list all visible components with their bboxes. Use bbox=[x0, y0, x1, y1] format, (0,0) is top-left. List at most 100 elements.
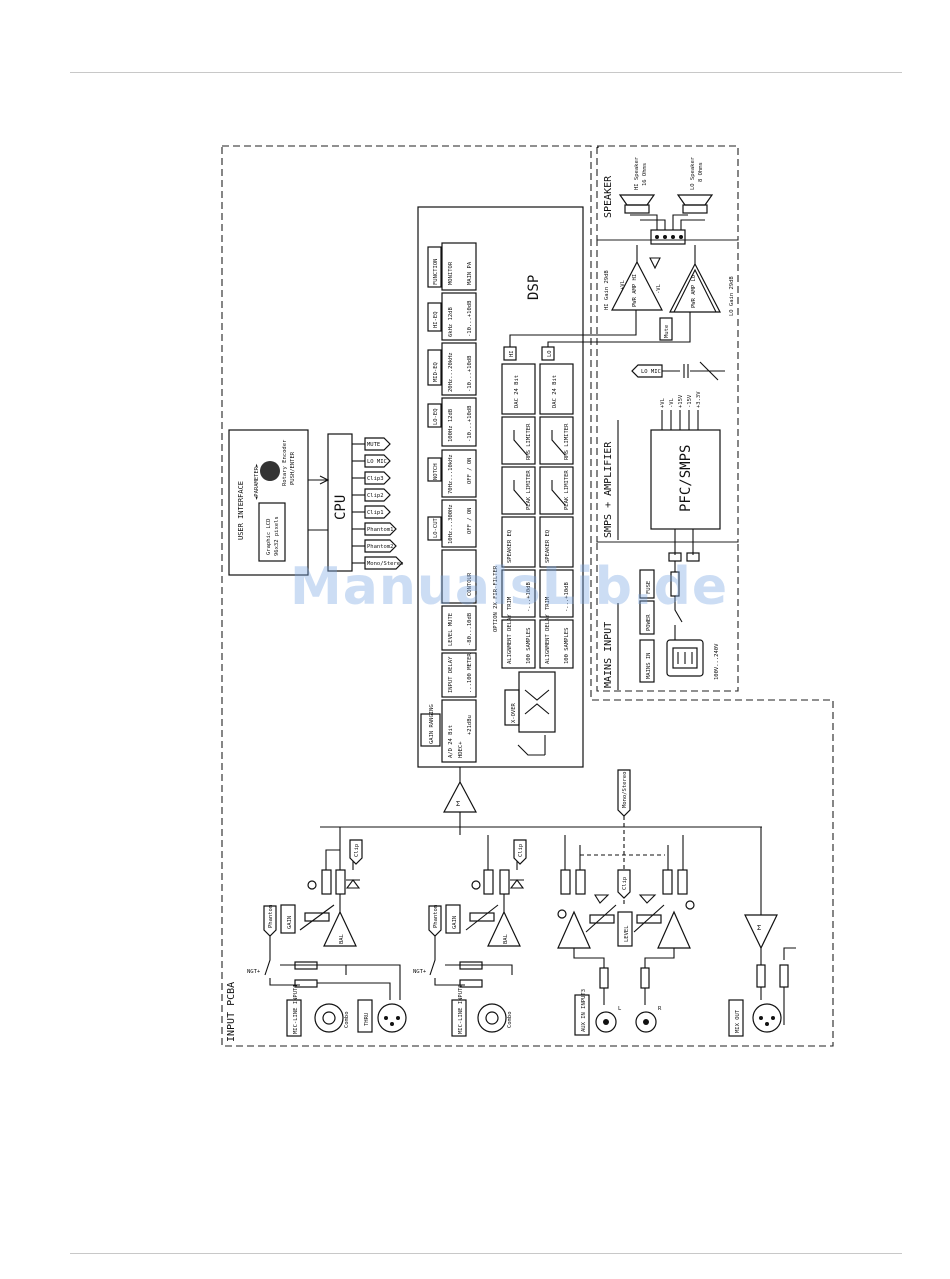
mid-eq-block: MID-EQ 20Hz...20kHz-10...+10dB bbox=[427, 342, 477, 396]
cpu-line-label: Mono/Stereo bbox=[367, 561, 403, 567]
cpu-title: CPU bbox=[333, 495, 349, 520]
block-title: LO-EQ bbox=[433, 408, 439, 425]
level-mute-block: LEVEL MUTE -80...10dB bbox=[441, 605, 477, 651]
mix-out-channel: Σ MIX OUT bbox=[728, 827, 796, 1037]
rail-label: +VL bbox=[660, 397, 666, 408]
cpu-line-label: Clip1 bbox=[367, 510, 384, 516]
level-label: LEVEL bbox=[624, 925, 630, 942]
block-text: OFF / ON bbox=[467, 508, 473, 535]
speaker-terminal bbox=[650, 229, 686, 245]
hi-amp-label: PWR AMP HI bbox=[632, 274, 638, 307]
chain-label: 100 SAMPLES bbox=[564, 628, 570, 664]
block-text: 20Hz...20kHz bbox=[448, 352, 454, 392]
smps-amplifier-title: SMPS + AMPLIFIER bbox=[603, 441, 614, 538]
rotary-encoder-knob bbox=[260, 461, 280, 481]
lcd-resolution: 96x32 pixels bbox=[274, 516, 280, 556]
encoder-label: Rotary Encoder bbox=[282, 439, 288, 486]
chain-label: ALIGNMENT DELAY bbox=[507, 614, 513, 664]
chain-label: DAC 24 Bit bbox=[514, 375, 520, 408]
block-title: INPUT DELAY bbox=[448, 656, 454, 693]
chain-label: RMS LIMITER bbox=[526, 423, 532, 460]
user-interface-box bbox=[228, 429, 309, 576]
xover-block bbox=[518, 671, 556, 733]
gain-label: GAIN bbox=[287, 916, 293, 929]
block-text: -80...10dB bbox=[467, 612, 473, 646]
cpu-line-label: MUTE bbox=[367, 442, 380, 448]
cpu-line-label: LO MIC bbox=[367, 459, 387, 465]
lo-tag: LO bbox=[547, 350, 553, 357]
lcd-label: Graphic LCD bbox=[266, 519, 272, 555]
power-label-box bbox=[639, 600, 655, 635]
cpu-line-label: Phantom1 bbox=[367, 527, 394, 533]
ngt-label: NGT+ bbox=[413, 969, 427, 975]
chain-label: DAC 24 Bit bbox=[552, 375, 558, 408]
lcd-display bbox=[258, 502, 286, 562]
hi-speaker-ohms: 16 Ohms bbox=[642, 163, 648, 186]
xover-label: X-OVER bbox=[511, 702, 517, 723]
iec-socket-icon bbox=[666, 639, 704, 677]
lo-speaker-ohms: 8 Ohms bbox=[698, 162, 704, 182]
speaker-frame bbox=[596, 145, 739, 241]
input-channel-1: BAL Clip GAIN Phantom NGT+ MIC-LINE INPU… bbox=[247, 839, 407, 1037]
mono-stereo-label: Mono/Stereo bbox=[622, 772, 628, 808]
block-title: MID-EQ bbox=[433, 362, 439, 382]
chain-label: -...+10dB bbox=[564, 582, 570, 612]
combo-jack-2 bbox=[477, 1003, 507, 1033]
power-label: POWER bbox=[646, 614, 652, 631]
block-text: MAIN PA bbox=[467, 261, 473, 285]
thru-label: THRU bbox=[364, 1013, 370, 1026]
block-title: LEVEL MUTE bbox=[448, 613, 454, 646]
dsp-title: DSP bbox=[526, 275, 542, 300]
block-text: -10...+10dB bbox=[467, 300, 473, 337]
clip3-tag bbox=[617, 869, 631, 899]
r-label: R bbox=[658, 1006, 662, 1012]
block-text: MONITOR bbox=[448, 261, 454, 285]
phantom2-tag bbox=[428, 905, 442, 937]
input2-label-box bbox=[451, 999, 467, 1037]
bal-amp-1 bbox=[323, 910, 357, 947]
dsp-lo-chain: ALIGNMENT DELAY 100 SAMPLES TRIM -...+10… bbox=[539, 346, 574, 669]
level-label-box bbox=[617, 911, 633, 947]
parameter-label: ◄PARAMETER► bbox=[254, 463, 260, 500]
lo-amp-spec: LO Gain 29dB bbox=[729, 276, 735, 316]
block-title: NOTCH bbox=[433, 463, 439, 480]
block-text: OFF / ON bbox=[467, 458, 473, 485]
cpu-line-label: Clip3 bbox=[367, 476, 384, 482]
lo-mic-tag bbox=[631, 364, 663, 378]
input-channel-2: BAL Clip GAIN Phantom NGT+ MIC-LINE INPU… bbox=[413, 835, 527, 1037]
bal-label: BAL bbox=[339, 933, 345, 944]
cpu-output-lines: MUTE LO MIC Clip3 Clip2 Clip1 Phantom1 P… bbox=[352, 437, 403, 570]
input1-label-box bbox=[286, 999, 302, 1037]
mix-sum-symbol: Σ bbox=[757, 924, 761, 932]
phantom-label: Phantom bbox=[268, 904, 274, 928]
block-text: +21dBu bbox=[467, 715, 473, 735]
function-block: FUNCTION MONITOR MAIN PA bbox=[427, 242, 477, 291]
input1-label: MIC-LINE INPUT1 bbox=[293, 984, 299, 1034]
chain-label: ALIGNMENT DELAY bbox=[545, 614, 551, 664]
block-title: GAIN RANGING bbox=[429, 704, 435, 744]
block-title: FUNCTION bbox=[433, 259, 439, 286]
mains-in-label-box bbox=[639, 639, 655, 683]
clip1-tag bbox=[349, 839, 363, 865]
hi-amp-spec: HI Gain 29dB bbox=[604, 270, 610, 310]
gain-label-box-2 bbox=[445, 904, 461, 934]
phantom-label: Phantom bbox=[433, 904, 439, 928]
lo-amp-label: PWR AMP LO bbox=[691, 275, 697, 308]
mono-stereo-tag bbox=[617, 769, 631, 817]
gain-label: GAIN bbox=[452, 916, 458, 929]
hi-speaker-icon bbox=[618, 194, 656, 214]
block-text: -10...+10dB bbox=[467, 405, 473, 442]
hi-power-amp bbox=[611, 260, 663, 311]
bal-label: BAL bbox=[503, 933, 509, 944]
rca-jack-l bbox=[595, 1011, 617, 1033]
chain-label: SPEAKER EQ bbox=[507, 530, 513, 563]
mains-voltage: 100V...240V bbox=[714, 643, 720, 680]
supply-rails: +VL -VL +15V -15V +3.3V bbox=[660, 391, 702, 430]
input3-label-box bbox=[574, 994, 590, 1036]
clip-label: Clip bbox=[354, 844, 360, 857]
lo-mic-label: LO MIC bbox=[641, 369, 661, 375]
clip-label: Clip bbox=[518, 844, 524, 857]
input-delay-block: INPUT DELAY...100 METER bbox=[441, 652, 477, 698]
